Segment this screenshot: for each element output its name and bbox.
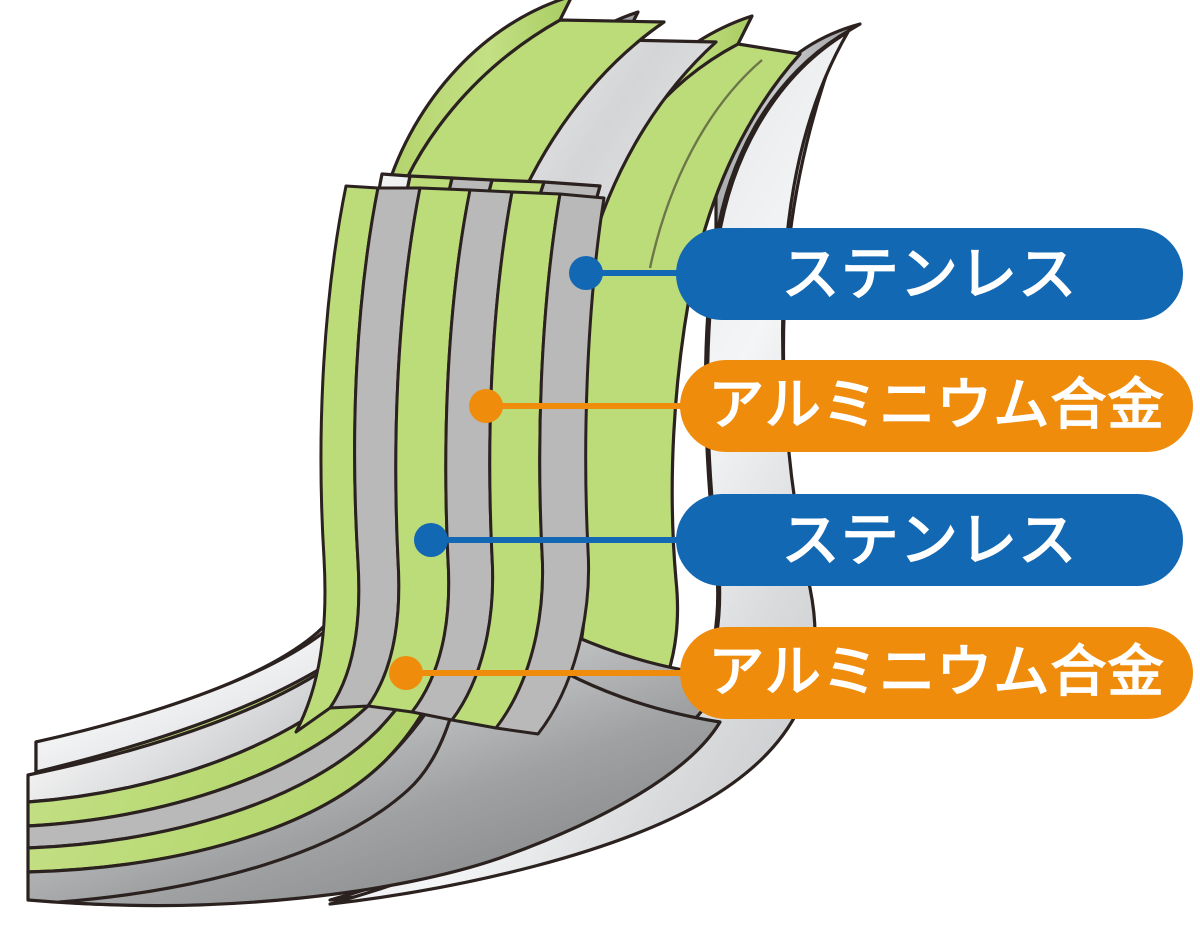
leader-dot-3 [389,656,423,690]
callout-aluminum-1[interactable]: アルミニウム合金 [680,360,1193,452]
leader-dot-0 [569,256,603,290]
leader-dot-1 [469,389,503,423]
callout-stainless-2[interactable]: ステンレス [676,494,1183,586]
callout-aluminum-2-label: アルミニウム合金 [708,640,1165,705]
callout-stainless-1-label: ステンレス [781,240,1078,308]
vcol-gray-c [494,192,606,736]
vertical-stack-overlay [294,184,606,736]
callout-stainless-1[interactable]: ステンレス [676,228,1183,320]
strip-3-inner-shade [648,59,763,269]
callout-aluminum-1-label: アルミニウム合金 [708,373,1165,438]
callout-stainless-2-label: ステンレス [781,506,1078,574]
bottom-slab-top-surface [34,616,384,774]
leader-dot-2 [414,523,448,557]
callout-leaders [389,256,704,690]
vertical-lamination-column [294,184,606,736]
callout-aluminum-2[interactable]: アルミニウム合金 [680,627,1193,719]
